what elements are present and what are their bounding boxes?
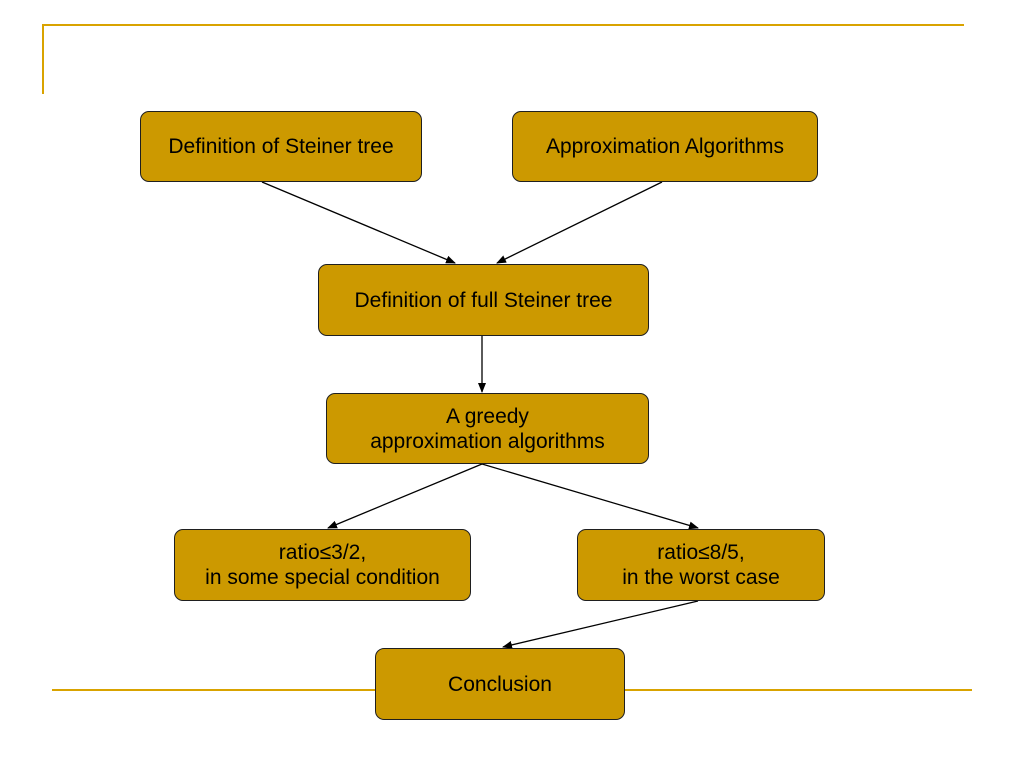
node-label-line-1: ratio≤3/2,: [278, 541, 367, 564]
left-accent-rule: [42, 24, 44, 94]
node-ratio-worst-case: ratio≤8/5, in the worst case: [577, 529, 825, 601]
node-label-line-1: ratio≤8/5,: [657, 541, 745, 564]
node-label-line-2: approximation algorithms: [370, 429, 605, 453]
top-accent-rule: [42, 24, 964, 26]
node-ratio-special-condition: ratio≤3/2, in some special condition: [174, 529, 471, 601]
node-greedy-approximation: A greedy approximation algorithms: [326, 393, 649, 464]
node-steiner-tree-definition: Definition of Steiner tree: [140, 111, 422, 182]
node-label: Definition of Steiner tree: [168, 135, 394, 158]
arrow-steiner-def-to-full-steiner: [261, 181, 456, 264]
node-label-line-2: in the worst case: [622, 566, 780, 589]
node-full-steiner-tree-definition: Definition of full Steiner tree: [318, 264, 649, 336]
arrow-ratio-worst-to-conclusion: [502, 600, 699, 649]
node-approximation-algorithms: Approximation Algorithms: [512, 111, 818, 182]
node-label-line-2: in some special condition: [205, 566, 440, 589]
node-conclusion: Conclusion: [375, 648, 625, 720]
arrow-greedy-to-ratio-special: [327, 463, 483, 529]
node-label: Conclusion: [448, 672, 552, 696]
node-label-line-1: A greedy: [446, 404, 529, 428]
node-label: Definition of full Steiner tree: [354, 288, 613, 312]
arrow-approx-to-full-steiner: [496, 181, 663, 264]
arrow-greedy-to-ratio-worst: [481, 463, 699, 530]
node-label: Approximation Algorithms: [545, 135, 785, 158]
